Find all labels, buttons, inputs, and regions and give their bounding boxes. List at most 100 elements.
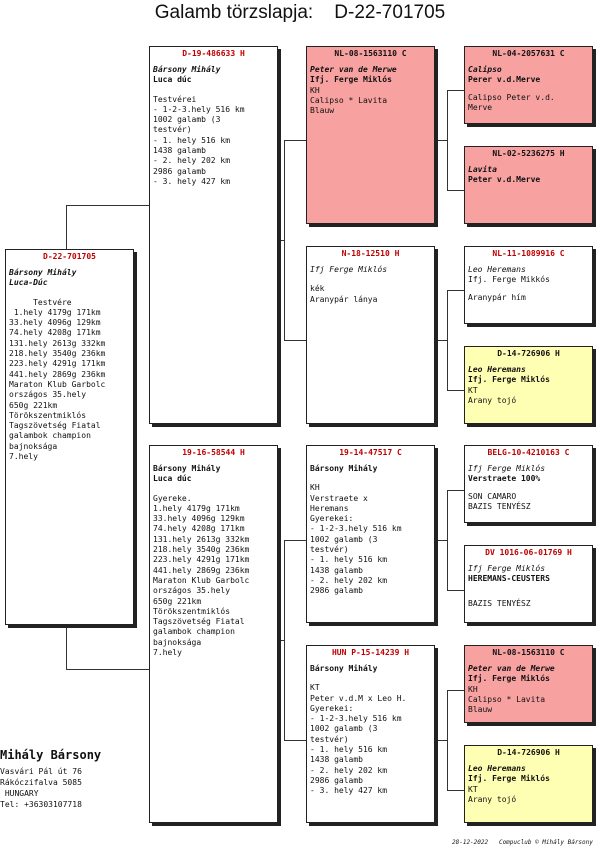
connector-line <box>280 640 284 641</box>
loft-name: Peter v.d.Merve <box>468 175 541 185</box>
connector-line <box>447 90 448 190</box>
owner-name: Leo Heremans <box>468 764 526 773</box>
loft-name: Luca dúc <box>153 75 192 85</box>
owner-name: Ifj Ferge Miklós <box>468 564 546 573</box>
pigeon-card-main[interactable]: D-22-701705 Bársony Mihály Luca-Dúc Test… <box>5 249 134 625</box>
pigeon-card-dam-dam[interactable]: HUN P-15-14239 H Bársony Mihály KT Peter… <box>306 645 435 823</box>
owner-name: Bársony Mihály <box>153 65 221 74</box>
pigeon-card-dss[interactable]: BELG-10-4210163 C Ifj Ferge Miklós Verst… <box>464 445 593 523</box>
pigeon-description: Testvérei - 1-2-3.hely 516 km 1002 galam… <box>153 94 245 186</box>
pigeon-description: Aranypár hím <box>468 292 526 302</box>
pigeon-card-sire-sire[interactable]: NL-08-1563110 C Peter van de Merwe Ifj. … <box>306 46 435 224</box>
ring-number: N-18-12510 H <box>341 249 400 258</box>
footer-credit: 28-12-2022 Compuclub © Mihály Bársony <box>452 839 593 846</box>
connector-line <box>280 240 284 241</box>
owner-name: Bársony Mihály <box>310 464 378 473</box>
owner-name: Bársony Mihály <box>153 464 221 473</box>
connector-line <box>284 740 306 741</box>
pigeon-description: KT Peter v.d.M x Leo H. Gyerekei: - 1-2-… <box>310 683 407 796</box>
loft-name: Ifj. Ferge Miklós <box>468 674 550 684</box>
loft-name: Ifj. Ferge Miklós <box>468 375 550 385</box>
breeder-street: Vasvári Pál út 76 <box>0 767 82 776</box>
ring-number: NL-08-1563110 C <box>492 648 565 657</box>
pigeon-card-sire[interactable]: D-19-486633 H Bársony Mihály Luca dúc Te… <box>149 46 278 424</box>
pigeon-description: SON CAMARO BAZIS TENYÉSZ <box>468 491 531 511</box>
ring-number: NL-11-1089916 C <box>492 249 565 258</box>
connector-line <box>66 205 149 206</box>
owner-name: Lavita <box>468 165 497 174</box>
breeder-name: Mihály Bársony <box>0 748 102 762</box>
owner-name: Calipso <box>468 65 502 74</box>
connector-line <box>447 190 464 191</box>
ring-number: HUN P-15-14239 H <box>331 648 410 657</box>
breeder-country: HUNGARY <box>0 789 39 798</box>
connector-line <box>447 290 464 291</box>
connector-line <box>284 140 306 141</box>
pigeon-card-ddd[interactable]: D-14-726906 H Leo Heremans Ifj. Ferge Mi… <box>464 745 593 823</box>
owner-name: Peter van de Merwe <box>310 65 397 74</box>
connector-line <box>447 690 448 790</box>
pigeon-card-sds[interactable]: NL-11-1089916 C Leo Heremans Ifj. Ferge … <box>464 246 593 324</box>
ring-number: D-19-486633 H <box>182 49 245 58</box>
breeder-info: Mihály Bársony Vasvári Pál út 76 Rákóczi… <box>0 748 140 810</box>
connector-line <box>447 390 464 391</box>
owner-name: Bársony Mihály <box>310 664 378 673</box>
pigeon-card-ssd[interactable]: NL-02-5236275 H Lavita Peter v.d.Merve <box>464 146 593 224</box>
page-title: Galamb törzslapja: D-22-701705 <box>154 2 446 23</box>
connector-line <box>447 290 448 390</box>
connector-line <box>284 340 306 341</box>
pigeon-description: Testvére 1.hely 4179g 171km 33.hely 4096… <box>9 297 106 462</box>
loft-name: Luca dúc <box>153 474 192 484</box>
pigeon-description: BAZIS TENYÉSZ <box>468 598 531 608</box>
owner-name: Bársony Mihály <box>9 268 77 277</box>
pigeon-description: Gyereke. 1.hely 4179g 171km 33.hely 4096… <box>153 493 250 658</box>
connector-line <box>66 205 67 249</box>
loft-name: Luca-Dúc <box>9 278 48 288</box>
connector-line <box>284 540 306 541</box>
connector-line <box>437 140 447 141</box>
loft-name: Ifj. Ferge Mikkós <box>468 275 550 285</box>
connector-line <box>284 540 285 740</box>
connector-line <box>447 590 464 591</box>
pigeon-description: kék Aranypár lánya <box>310 284 378 304</box>
connector-line <box>66 625 67 669</box>
connector-line <box>437 340 447 341</box>
connector-line <box>447 690 464 691</box>
pigeon-card-dsd[interactable]: DV 1016-06-01769 H Ifj Ferge Miklós HERE… <box>464 545 593 623</box>
connector-line <box>66 669 149 670</box>
connector-line <box>447 490 448 590</box>
pigeon-card-dam[interactable]: 19-16-58544 H Bársony Mihály Luca dúc Gy… <box>149 445 278 823</box>
pigeon-description: KH Verstraete x Heremans Gyerekei: - 1-2… <box>310 483 402 596</box>
ring-number: DV 1016-06-01769 H <box>485 548 572 557</box>
connector-line <box>437 740 447 741</box>
pigeon-card-sss[interactable]: NL-04-2057631 C Calipso Perer v.d.Merve … <box>464 46 593 124</box>
pigeon-description: KH Calipso * Lavita Blauw <box>310 85 388 116</box>
owner-name: Leo Heremans <box>468 365 526 374</box>
pigeon-card-sdd[interactable]: D-14-726906 H Leo Heremans Ifj. Ferge Mi… <box>464 346 593 424</box>
connector-line <box>447 490 464 491</box>
ring-number: 19-16-58544 H <box>182 448 245 457</box>
ring-number: NL-02-5236275 H <box>492 149 565 158</box>
pigeon-card-dds[interactable]: NL-08-1563110 C Peter van de Merwe Ifj. … <box>464 645 593 723</box>
owner-name: Peter van de Merwe <box>468 664 555 673</box>
pigeon-card-sire-dam[interactable]: N-18-12510 H Ifj Ferge Miklós kék Aranyp… <box>306 246 435 424</box>
loft-name: Ifj. Ferge Miklós <box>468 774 550 784</box>
loft-name: HEREMANS-CEUSTERS <box>468 574 550 584</box>
connector-line <box>437 540 447 541</box>
ring-number: D-22-701705 <box>43 252 96 261</box>
breeder-phone: Tel: +36303107718 <box>0 800 82 809</box>
pigeon-description: Calipso Peter v.d. Merve <box>468 92 555 112</box>
ring-number: D-14-726906 H <box>497 349 560 358</box>
ring-number: D-14-726906 H <box>497 748 560 757</box>
owner-name: Ifj Ferge Miklós <box>468 464 546 473</box>
ring-number: BELG-10-4210163 C <box>487 448 570 457</box>
pigeon-card-dam-sire[interactable]: 19-14-47517 C Bársony Mihály KH Verstrae… <box>306 445 435 623</box>
pigeon-description: KT Arany tojó <box>468 385 517 405</box>
ring-number: NL-04-2057631 C <box>492 49 565 58</box>
loft-name: Verstraete 100% <box>468 474 541 484</box>
pigeon-description: KH Calipso * Lavita Blauw <box>468 684 546 715</box>
ring-number: 19-14-47517 C <box>339 448 402 457</box>
owner-name: Leo Heremans <box>468 265 526 274</box>
connector-line <box>447 90 464 91</box>
ring-number: NL-08-1563110 C <box>334 49 407 58</box>
